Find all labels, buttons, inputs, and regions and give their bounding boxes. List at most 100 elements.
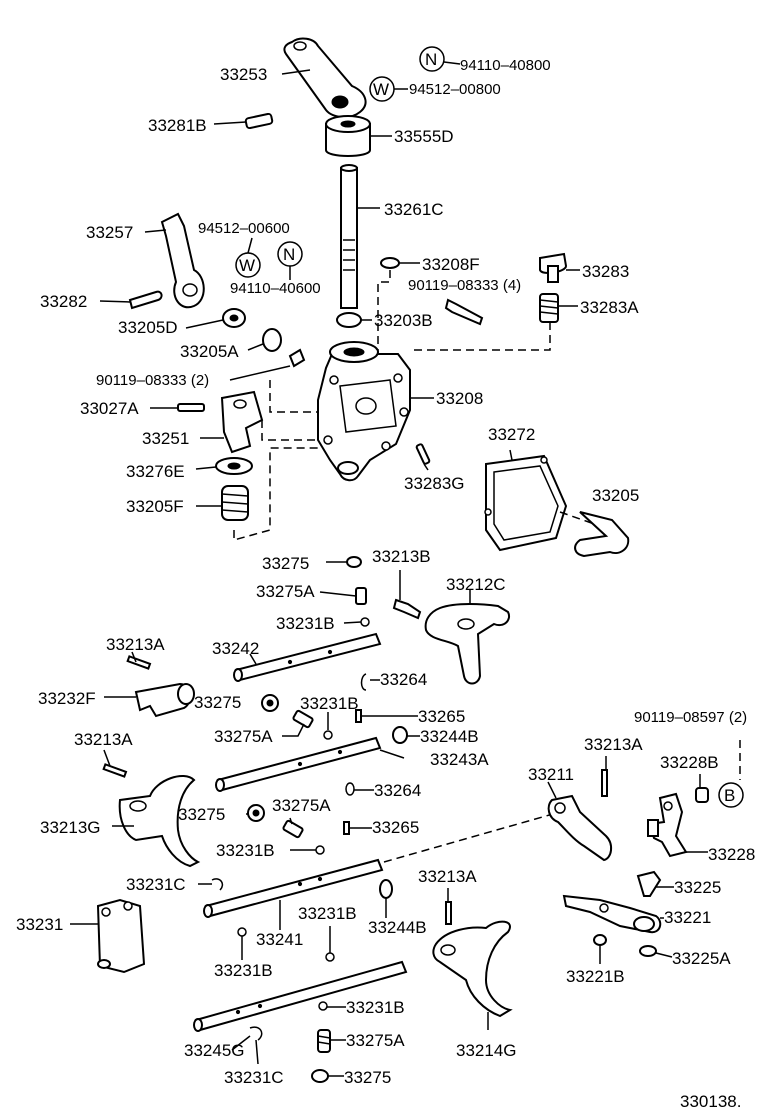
nut-33275-c — [247, 804, 265, 822]
label-33231b-f: 33231B — [346, 998, 405, 1017]
ball-33231b-f — [318, 1001, 328, 1011]
label-94512-00600: 94512–00600 — [198, 220, 290, 237]
spring-33275a-d — [317, 1029, 331, 1053]
label-33275-b: 33275 — [194, 693, 241, 712]
nut-33275-d — [311, 1069, 329, 1083]
label-94512-00800: 94512–00800 — [409, 81, 501, 98]
label-33244b-a: 33244B — [420, 727, 479, 746]
label-90119-08597: 90119–08597 (2) — [634, 709, 747, 726]
shift-fork-33212c — [424, 603, 510, 685]
shaft-33245g — [193, 960, 408, 1032]
pin-33221b — [593, 934, 607, 946]
label-33231b-c: 33231B — [216, 841, 275, 860]
label-33205d: 33205D — [118, 318, 178, 337]
label-33275a-d: 33275A — [346, 1031, 405, 1050]
pin-33213a-a — [126, 655, 152, 670]
label-33203b: 33203B — [374, 311, 433, 330]
label-33231c-a: 33231C — [126, 875, 186, 894]
label-33281b: 33281B — [148, 116, 207, 135]
label-33213g: 33213G — [40, 818, 101, 837]
shift-shaft-33261c — [340, 164, 358, 309]
lever-33257 — [160, 212, 205, 309]
label-33555d: 33555D — [394, 127, 454, 146]
block-33231 — [96, 898, 146, 974]
label-33214g: 33214G — [456, 1041, 517, 1060]
ball-33231b-c — [315, 845, 325, 855]
bolt-90119-08333-2 — [288, 348, 306, 368]
label-33231b-e: 33231B — [214, 961, 273, 980]
bracket-33251 — [220, 390, 264, 454]
label-90119-08333-2: 90119–08333 (2) — [96, 372, 209, 389]
nut-symbol-n-2: N — [277, 241, 303, 267]
pin-33265-a — [355, 709, 362, 723]
clip-33244b-a — [392, 726, 408, 744]
washer-33276e — [215, 457, 253, 475]
shift-fork-33214g — [432, 920, 513, 1018]
pin-33213a-d — [445, 901, 452, 925]
label-33243a: 33243A — [430, 750, 489, 769]
lever-33205 — [574, 511, 630, 558]
label-33264-a: 33264 — [380, 670, 427, 689]
label-94110-40600: 94110–40600 — [230, 280, 321, 297]
ball-33231b-e — [325, 952, 335, 962]
spring-33283a — [539, 293, 559, 323]
label-33275a-c: 33275A — [272, 796, 331, 815]
nut-symbol-n: N — [419, 46, 445, 72]
label-33213a-a: 33213A — [106, 635, 165, 654]
label-33242: 33242 — [212, 639, 259, 658]
label-33245g: 33245G — [184, 1041, 245, 1060]
clip-33244b-b — [379, 879, 393, 899]
label-33027a: 33027A — [80, 399, 139, 418]
label-33241: 33241 — [256, 930, 303, 949]
lever-33228 — [647, 792, 688, 858]
label-33251: 33251 — [142, 429, 189, 448]
ring-33264-b — [345, 782, 355, 796]
label-33275-a: 33275 — [262, 554, 309, 573]
label-33228b: 33228B — [660, 753, 719, 772]
shaft-33242 — [233, 632, 382, 682]
part-labels: 33253 94110–40800 94512–00800 33281B 335… — [16, 57, 755, 1111]
leader-lines — [99, 121, 701, 1077]
label-33225: 33225 — [674, 878, 721, 897]
washer-33205d — [222, 308, 246, 328]
label-33257: 33257 — [86, 223, 133, 242]
label-33221b: 33221B — [566, 967, 625, 986]
label-33208: 33208 — [436, 389, 483, 408]
label-33213b: 33213B — [372, 547, 431, 566]
label-33253: 33253 — [220, 65, 267, 84]
pin-33283g — [415, 443, 431, 465]
label-33275a-a: 33275A — [256, 582, 315, 601]
bushing-33203b — [336, 312, 362, 328]
label-33221: 33221 — [664, 908, 711, 927]
svg-text:W: W — [373, 80, 389, 99]
lever-33211 — [547, 794, 612, 862]
label-33264-b: 33264 — [374, 781, 421, 800]
pin-33213a-b — [102, 763, 128, 778]
svg-text:N: N — [283, 245, 295, 264]
label-33275-d: 33275 — [344, 1068, 391, 1087]
label-33213a-c: 33213A — [584, 735, 643, 754]
block-33232f — [134, 682, 195, 718]
nut-33275-a — [346, 556, 362, 568]
label-33261c: 33261C — [384, 200, 444, 219]
pin-33265-b — [343, 821, 350, 835]
washer-symbol-w-2: W — [235, 252, 261, 278]
bolt-33281b — [244, 112, 274, 130]
label-33244b-b: 33244B — [368, 918, 427, 937]
label-33228: 33228 — [708, 845, 755, 864]
label-33283a: 33283A — [580, 298, 639, 317]
spring-33275a-a — [355, 587, 367, 605]
label-33283g: 33283G — [404, 474, 465, 493]
label-33265-b: 33265 — [372, 818, 419, 837]
label-33231c-b: 33231C — [224, 1068, 284, 1087]
label-94110-40800: 94110–40800 — [460, 57, 551, 74]
shift-fork-33213g — [118, 775, 201, 868]
label-33272: 33272 — [488, 425, 535, 444]
clip-33231c-b — [249, 1026, 263, 1041]
label-33265-a: 33265 — [418, 707, 465, 726]
bushing-33555d — [325, 115, 371, 157]
label-33231b-d: 33231B — [298, 904, 357, 923]
nut-33228b — [695, 787, 709, 803]
label-33212c: 33212C — [446, 575, 506, 594]
